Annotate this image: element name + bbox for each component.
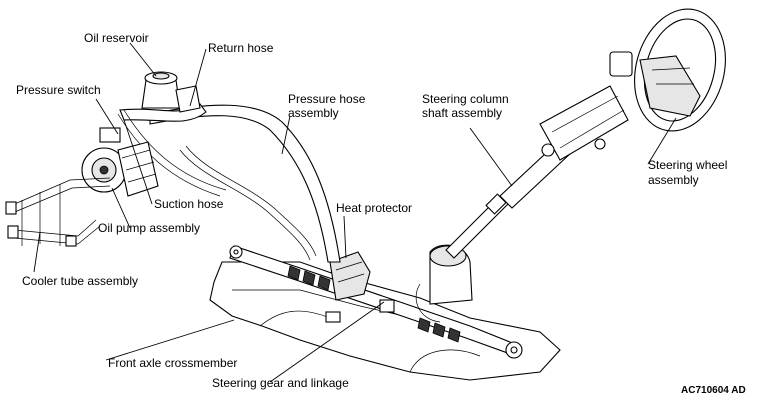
leader-lines: [33, 42, 677, 383]
label-steering-column-line1: Steering column: [422, 92, 509, 106]
oil-pump-assembly: [81, 127, 159, 197]
steering-wheel-assembly: [609, 8, 726, 132]
steering-column-shaft: [445, 85, 629, 259]
label-pressure-hose-line2: assembly: [288, 106, 339, 120]
steering-gear-linkage: [229, 244, 523, 359]
label-heat-protector: Heat protector: [336, 201, 412, 215]
heat-protector: [329, 251, 371, 301]
cooler-tube-assembly: [5, 177, 111, 247]
label-steering-column-line2: shaft assembly: [422, 106, 502, 120]
oil-reservoir: [141, 71, 201, 113]
figure-code: AC710604 AD: [681, 385, 746, 396]
label-pressure-hose-line1: Pressure hose: [288, 92, 366, 106]
label-steering-wheel-line2: assembly: [648, 173, 699, 187]
label-oil-pump-assembly: Oil pump assembly: [98, 221, 200, 235]
front-axle-crossmember: [209, 261, 561, 381]
label-suction-hose: Suction hose: [154, 197, 224, 211]
label-front-axle-crossmember: Front axle crossmember: [108, 356, 237, 370]
label-return-hose: Return hose: [208, 41, 274, 55]
label-pressure-switch: Pressure switch: [16, 83, 101, 97]
label-oil-reservoir: Oil reservoir: [84, 31, 149, 45]
label-cooler-tube-assembly: Cooler tube assembly: [22, 274, 138, 288]
label-steering-gear-linkage: Steering gear and linkage: [212, 376, 349, 390]
pressure-hose-assembly: [149, 104, 341, 263]
label-steering-wheel-line1: Steering wheel: [648, 158, 727, 172]
